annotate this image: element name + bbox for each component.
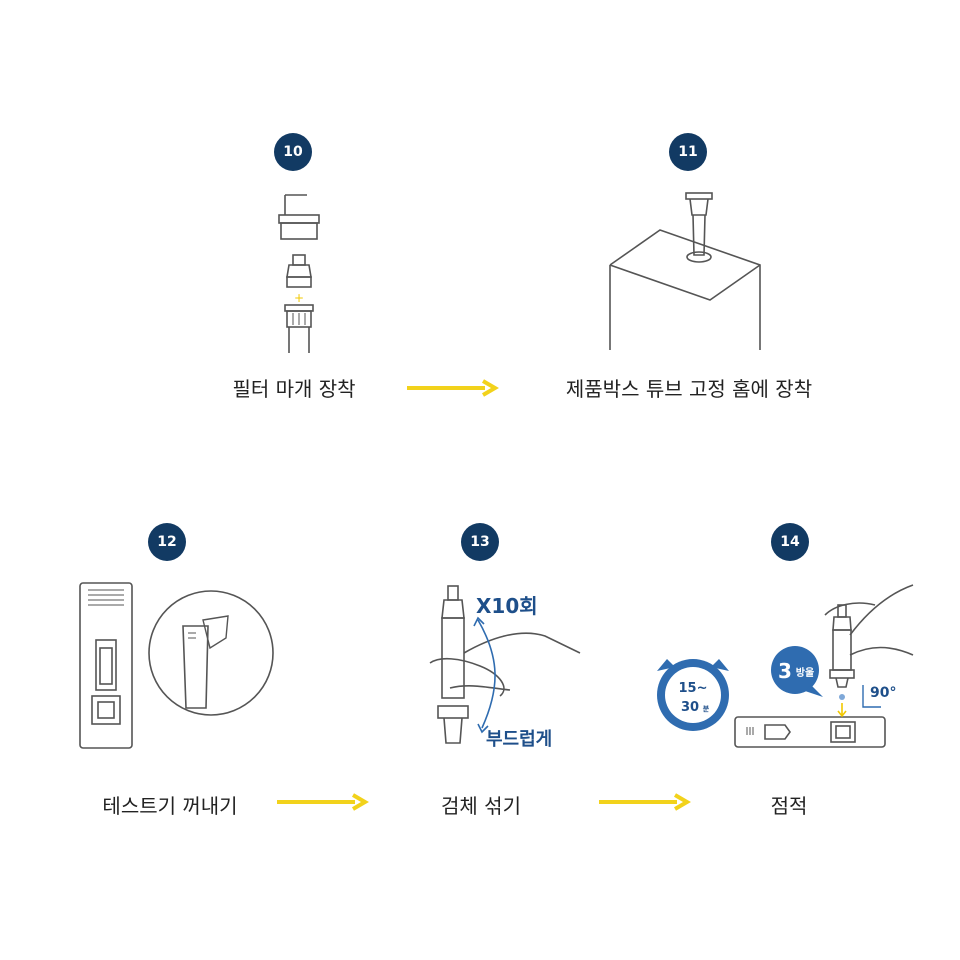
svg-text:15~: 15~ [679,681,708,696]
svg-text:30: 30 [681,700,699,715]
product-box-tube-illustration [609,192,761,350]
step-13-badge: 13 [461,523,499,561]
arrow-10-to-11 [407,379,499,397]
svg-text:+: + [294,291,304,305]
filter-cap-illustration: + [278,194,320,353]
step-12-badge: 12 [148,523,186,561]
step-13-caption: 검체 섞기 [441,794,521,818]
repeat-label: X10회 [476,594,538,618]
svg-text:방울: 방울 [796,666,814,679]
arrow-12-to-13 [277,793,369,811]
svg-text:분: 분 [703,704,710,713]
step-14-badge: 14 [771,523,809,561]
drops-bubble: 3 방울 [771,646,823,697]
test-device-illustration [79,582,274,749]
step-12-caption: 테스트기 꺼내기 [102,794,238,818]
specimen-mix-illustration: X10회 부드럽게 [429,585,581,750]
step-14-caption: 점적 [770,794,808,818]
svg-text:3: 3 [778,659,792,683]
timer-icon: 15~ 30 분 [657,659,729,731]
dropping-illustration: 15~ 30 분 3 방울 90° [657,584,914,748]
step-11-caption: 제품박스 튜브 고정 홈에 장착 [565,377,813,401]
step-11-badge: 11 [669,133,707,171]
arrow-13-to-14 [599,793,691,811]
gentle-label: 부드럽게 [486,729,552,750]
angle-label: 90° [870,685,896,701]
step-10-caption: 필터 마개 장착 [232,377,356,401]
step-10-badge: 10 [274,133,312,171]
